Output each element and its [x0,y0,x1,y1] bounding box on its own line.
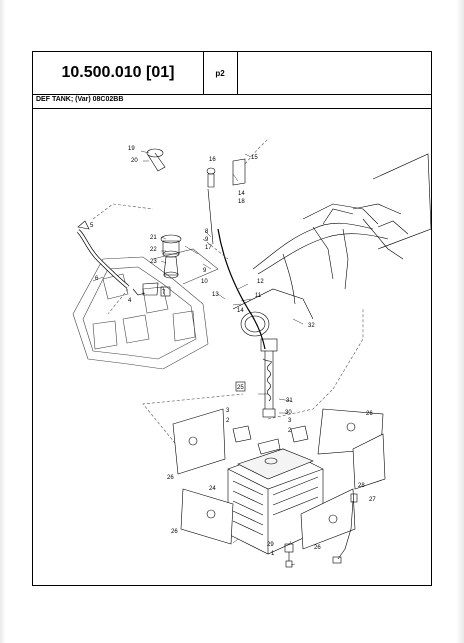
reference-lines [92,138,364,460]
subtitle-row: DEF TANK; (Var) 08C02BB [33,94,431,109]
callout-22: 22 [150,247,157,253]
box-labels [160,286,246,392]
diagram-svg: 19 20 5 6 21 22 23 7 4 8 9 17 9 10 13 16… [72,138,432,568]
callout-23: 23 [150,259,157,265]
callout-30: 30 [285,410,292,416]
chassis-frame [72,248,219,370]
tube-routing [207,188,314,350]
tank-shields [172,408,386,550]
callout-3b: 3 [288,418,292,424]
callout-26b: 26 [167,475,174,481]
callout-17: 17 [205,245,212,251]
callout-32: 32 [308,323,315,329]
callout-12: 12 [257,279,264,285]
def-pump [240,311,270,337]
callout-20: 20 [131,158,138,164]
wiring-harness [252,153,432,305]
callout-7: 7 [162,290,166,296]
callout-27: 27 [369,497,376,503]
def-tank [227,448,324,555]
callout-15: 15 [251,155,258,161]
callout-25: 25 [237,385,244,391]
page-reference: p2 [203,52,238,94]
callout-9b: 9 [203,268,207,274]
document-frame: 10.500.010 [01] p2 DEF TANK; (Var) 08C02… [32,51,432,586]
header-row: 10.500.010 [01] p2 [33,52,431,95]
callout-26a: 26 [366,411,373,417]
callout-26c: 26 [171,529,178,535]
bracket [206,158,246,188]
page-title: 10.500.010 [01] [33,52,204,94]
callout-6: 6 [95,276,99,282]
callout-4: 4 [128,298,132,304]
callout-14b: 14 [237,308,244,314]
callout-13: 13 [212,292,219,298]
connector [332,493,358,564]
callout-numbers: 19 20 5 6 21 22 23 7 4 8 9 17 9 10 13 16… [90,146,376,557]
drain-fitting [284,543,294,568]
filler-neck [132,148,182,296]
callout-1: 1 [271,551,275,557]
callout-9: 9 [205,237,209,243]
callout-3: 3 [226,408,230,414]
callout-14: 14 [238,191,245,197]
callout-21: 21 [150,235,157,241]
callout-19: 19 [128,146,135,152]
diagram-subtitle: DEF TANK; (Var) 08C02BB [36,96,124,103]
callout-10: 10 [201,279,208,285]
callout-18: 18 [238,199,245,205]
callout-8: 8 [205,229,209,235]
callout-2b: 2 [288,428,292,434]
callout-28: 28 [358,483,365,489]
callout-31: 31 [286,398,293,404]
callout-29: 29 [267,542,274,548]
exploded-parts-diagram: 19 20 5 6 21 22 23 7 4 8 9 17 9 10 13 16… [33,109,432,585]
fill-hose [76,220,130,289]
callout-5: 5 [90,223,94,229]
callout-26d: 26 [314,545,321,551]
callout-24: 24 [209,486,216,492]
mounting-brackets [232,425,309,455]
leader-lines [92,150,304,566]
callout-11: 11 [255,293,262,299]
sender-unit [260,338,278,418]
callout-2: 2 [226,418,230,424]
callout-16: 16 [209,157,216,163]
